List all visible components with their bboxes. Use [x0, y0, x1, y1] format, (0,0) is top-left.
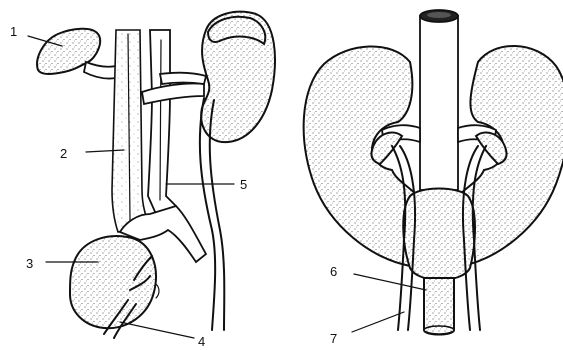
- label-5: 5: [240, 177, 247, 192]
- left-connecting-vessel: [84, 62, 116, 79]
- left-anatomy-drawing: [37, 12, 275, 338]
- right-anatomy-drawing: [304, 10, 563, 335]
- leader-line-4: [120, 322, 194, 338]
- label-4: 4: [198, 334, 205, 349]
- leader-line-7: [352, 312, 404, 332]
- left-upper-branch: [160, 73, 206, 84]
- right-central-vessel: [420, 16, 458, 190]
- label-6: 6: [330, 264, 337, 279]
- left-main-trunk: [112, 30, 150, 232]
- label-7: 7: [330, 331, 337, 346]
- label-3: 3: [26, 256, 33, 271]
- label-2: 2: [60, 146, 67, 161]
- leader-line-6: [354, 274, 426, 290]
- label-1: 1: [10, 24, 17, 39]
- left-second-vessel: [148, 30, 176, 214]
